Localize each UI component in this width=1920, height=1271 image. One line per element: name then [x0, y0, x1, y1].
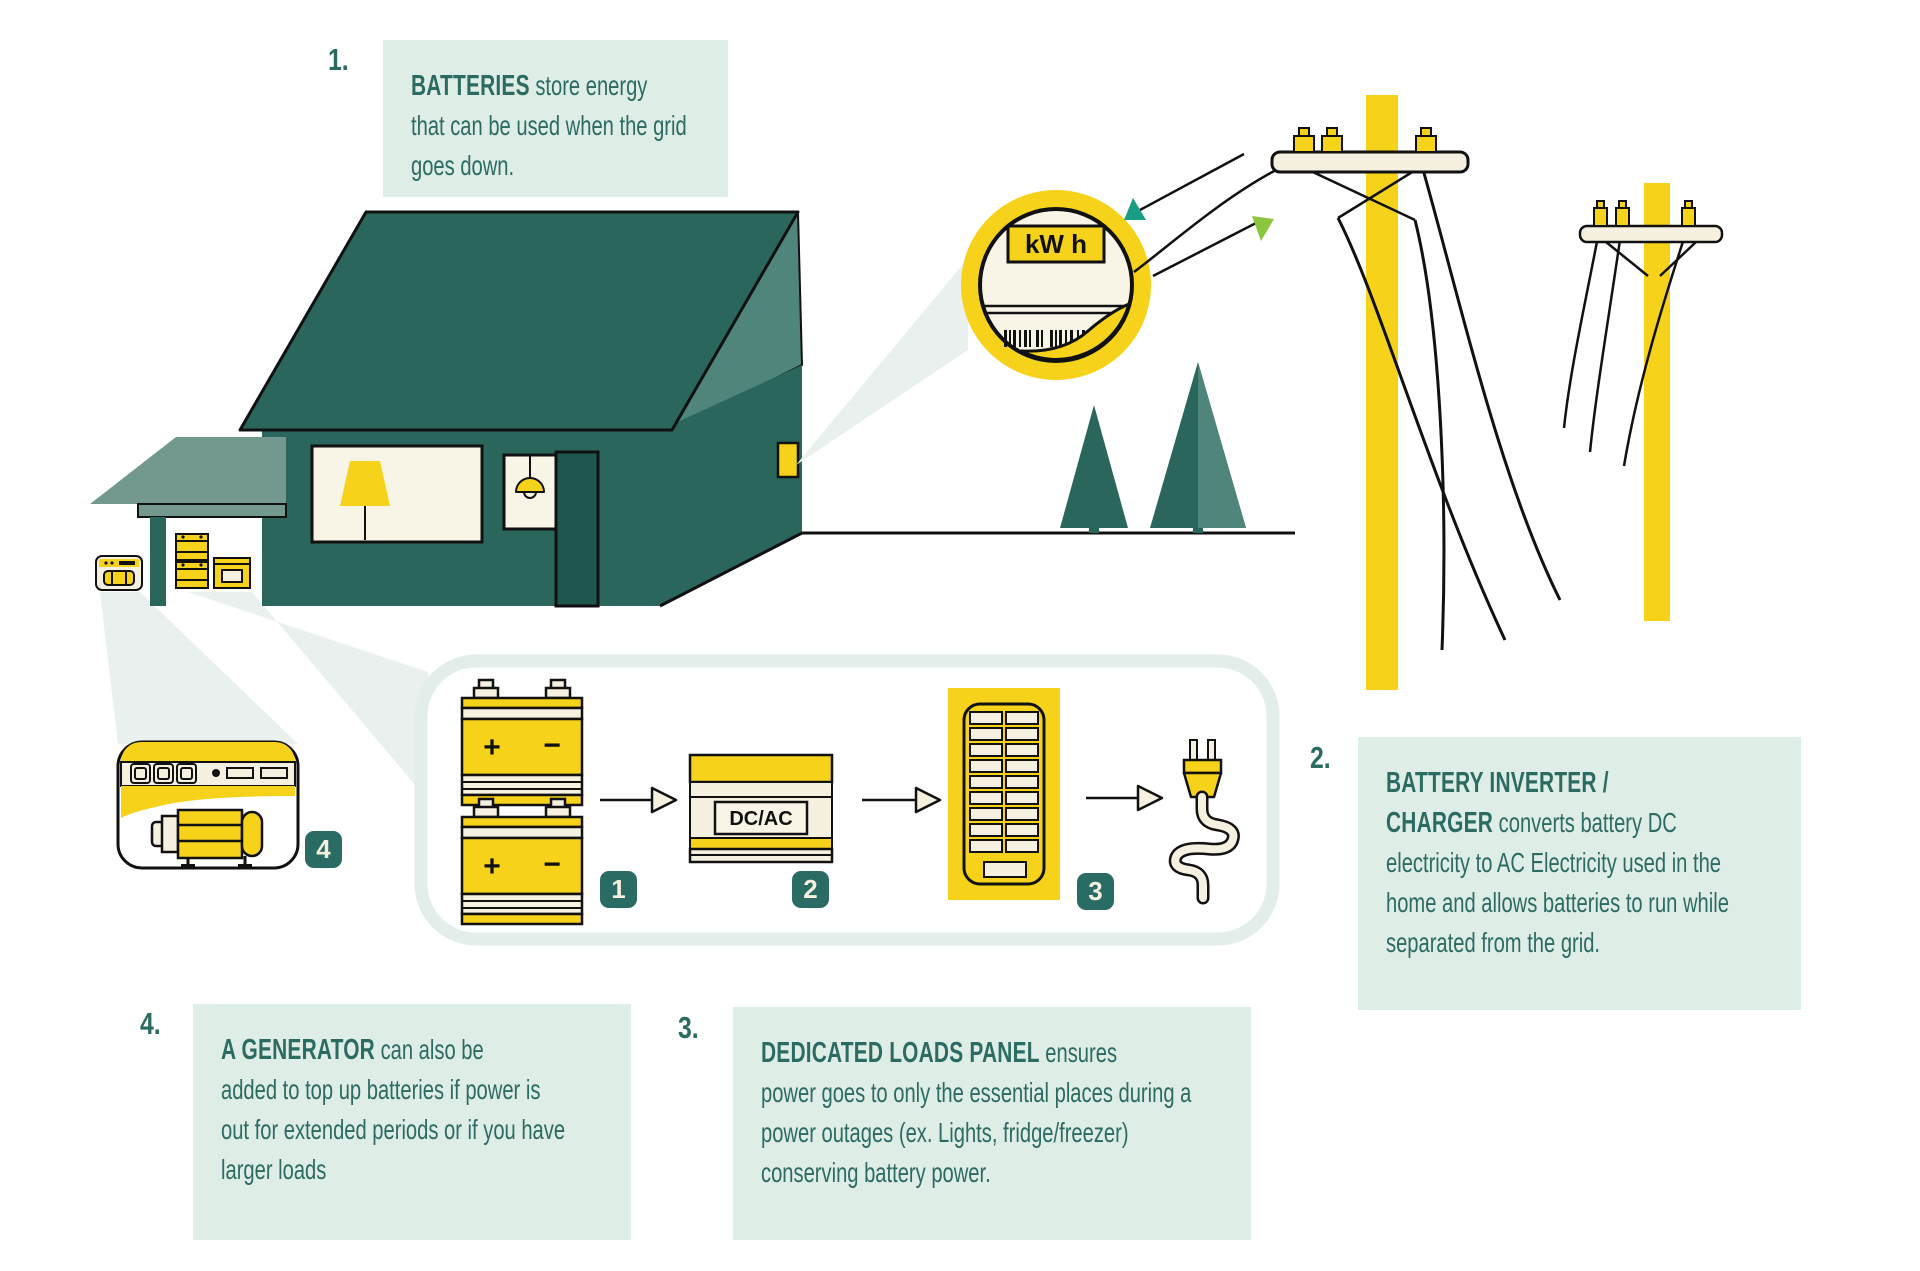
step-badge-4: 4 — [305, 831, 342, 868]
house-right-wall — [660, 365, 802, 606]
grid-import-arrow — [1124, 152, 1245, 220]
house-illustration — [238, 210, 803, 608]
battery-minus: − — [543, 729, 561, 762]
flow-arrow — [600, 786, 678, 814]
beam-to-generator — [100, 592, 298, 744]
callout-loads-panel-text: DEDICATED LOADS PANEL ensures power goes… — [761, 1037, 1192, 1188]
dangling-wire — [1336, 217, 1507, 641]
callout-inverter: BATTERY INVERTER / CHARGER converts batt… — [1358, 737, 1801, 1010]
insulators — [1293, 127, 1437, 153]
callout-generator: A GENERATOR can also be added to top up … — [193, 1004, 631, 1240]
dangling-wire — [1413, 219, 1446, 651]
grid-export-arrow — [1152, 216, 1274, 278]
callout-batteries: BATTERIES store energy that can be used … — [383, 40, 728, 197]
beam-to-flow-diagram — [188, 592, 428, 800]
service-drop-wire — [1133, 168, 1277, 273]
callout-number-4: 4. — [140, 1006, 161, 1041]
flow-arrow — [1086, 784, 1164, 812]
callout-title: A GENERATOR — [221, 1034, 375, 1066]
dangling-wire — [1562, 225, 1602, 429]
pendant-lamp-icon — [515, 455, 545, 499]
callout-number-1: 1. — [328, 42, 349, 77]
callout-inverter-text: BATTERY INVERTER / CHARGER converts batt… — [1386, 767, 1729, 958]
insulators — [1593, 200, 1696, 227]
dangling-wire — [1588, 225, 1624, 453]
window — [310, 444, 484, 544]
loads-panel-icon — [948, 688, 1060, 900]
plug-icon — [1168, 739, 1240, 905]
inverter-label: DC/AC — [729, 808, 792, 830]
plug-cord — [1171, 793, 1238, 902]
callout-title: BATTERY INVERTER / — [1386, 767, 1609, 799]
tree-icon — [1150, 362, 1246, 533]
beam-to-meter — [796, 258, 968, 465]
dangling-wire — [1420, 165, 1562, 601]
step-badge-3: 3 — [1077, 873, 1114, 910]
dangling-wire — [1622, 225, 1690, 467]
house-meter-box — [776, 441, 800, 479]
step-badge-2: 2 — [792, 871, 829, 908]
callout-number-3: 3. — [678, 1010, 699, 1045]
generator-outlets — [130, 763, 197, 784]
meter-label-plate — [1006, 224, 1106, 264]
floor-lamp-icon — [340, 461, 390, 540]
tree-icon — [1060, 405, 1128, 533]
battery-plus: + — [483, 731, 501, 764]
callout-number-2: 2. — [1310, 740, 1331, 775]
generator-motor — [150, 808, 264, 868]
flow-arrow — [862, 786, 942, 814]
kwh-meter-icon: kW h — [961, 190, 1151, 380]
power-pole-icon — [1562, 183, 1724, 621]
battery-minus: − — [543, 848, 561, 881]
callout-loads-panel: DEDICATED LOADS PANEL ensures power goes… — [733, 1007, 1251, 1240]
battery-icon: + − — [460, 678, 584, 807]
step-badge-1: 1 — [600, 871, 637, 908]
generator-icon — [116, 740, 300, 870]
meter-page-curl — [1019, 302, 1131, 361]
callout-batteries-text: BATTERIES store energy that can be used … — [411, 70, 687, 181]
meter-label: kW h — [1025, 229, 1087, 259]
battery-icon: + − — [460, 797, 584, 926]
power-pole-icon — [1133, 95, 1562, 690]
mini-panel-icon — [213, 557, 251, 589]
house-roof — [238, 210, 800, 432]
inverter-icon: DC/AC — [688, 753, 834, 864]
mini-batteries-icon — [175, 533, 209, 589]
carport — [90, 437, 287, 606]
callout-title: DEDICATED LOADS PANEL — [761, 1037, 1040, 1069]
battery-plus: + — [483, 850, 501, 883]
mini-generator-icon — [95, 555, 143, 591]
callout-generator-text: A GENERATOR can also be added to top up … — [221, 1034, 566, 1185]
callout-title: BATTERIES — [411, 70, 530, 102]
breaker-slots — [969, 711, 1039, 853]
house-door — [554, 450, 600, 608]
